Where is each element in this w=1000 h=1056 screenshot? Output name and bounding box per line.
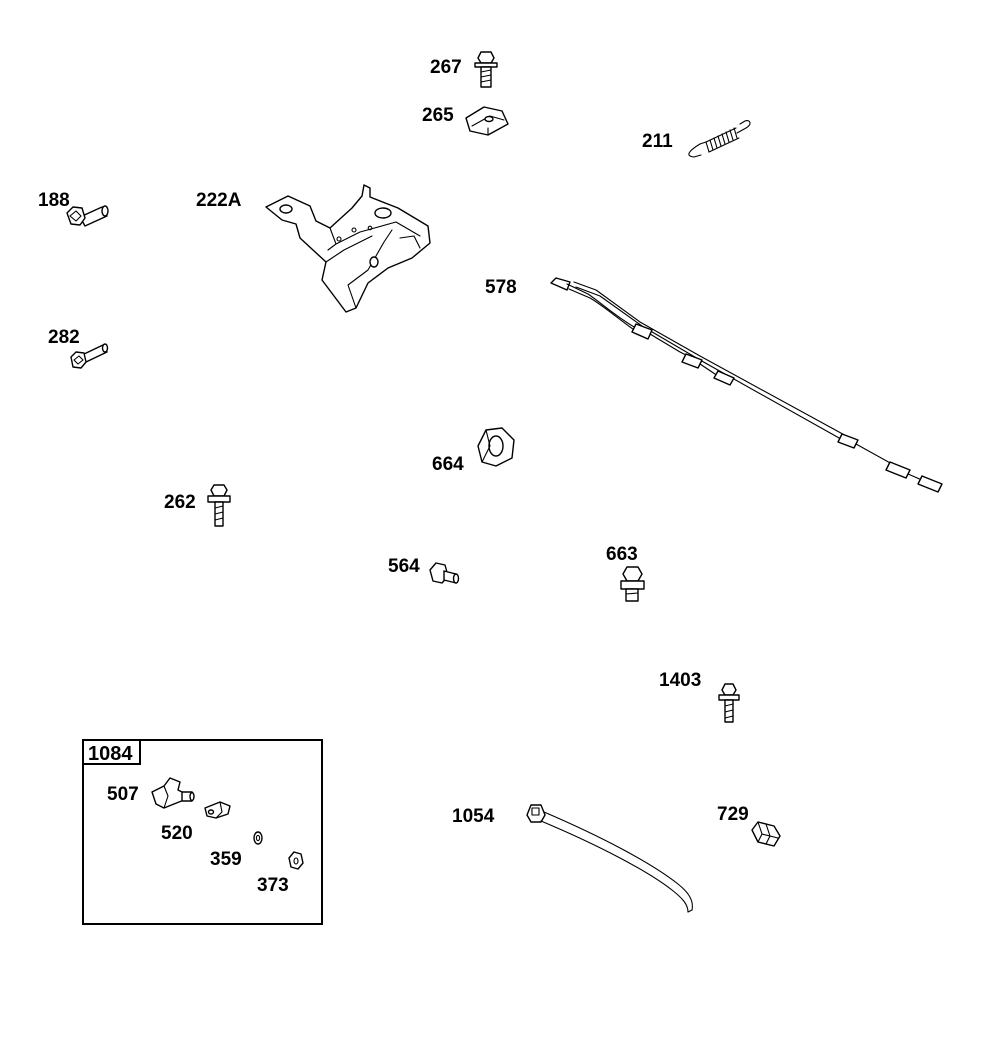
- label-267: 267: [430, 57, 462, 78]
- part-282-bolt: [70, 343, 109, 369]
- kit-title-box: [82, 739, 141, 765]
- label-222A: 222A: [196, 190, 242, 211]
- kit-label-520: 520: [161, 823, 193, 844]
- part-578-harness: [550, 277, 943, 493]
- label-578: 578: [485, 277, 517, 298]
- kit-label-373: 373: [257, 875, 289, 896]
- part-520-bracket: [204, 801, 231, 819]
- kit-label-507: 507: [107, 784, 139, 805]
- part-564-bolt: [429, 562, 460, 584]
- kit-label-359: 359: [210, 849, 242, 870]
- part-267-bolt: [474, 51, 498, 88]
- part-729-clip: [751, 821, 781, 847]
- part-507-terminal: [151, 777, 195, 809]
- label-282: 282: [48, 327, 80, 348]
- label-1054: 1054: [452, 806, 495, 827]
- label-663: 663: [606, 544, 638, 565]
- part-211-spring: [688, 120, 751, 158]
- label-564: 564: [388, 556, 420, 577]
- kit-title: 1084: [88, 743, 133, 765]
- label-265: 265: [422, 105, 454, 126]
- part-359-washer: [253, 831, 263, 845]
- part-664-nut: [477, 427, 515, 467]
- part-222A-bracket: [265, 184, 431, 313]
- label-211: 211: [642, 131, 673, 152]
- label-729: 729: [717, 804, 749, 825]
- part-265-clip: [465, 106, 509, 136]
- kit-1084-box: [82, 739, 323, 925]
- part-1403-bolt: [718, 683, 740, 723]
- part-188-bolt: [66, 205, 109, 227]
- kit-frame: [82, 739, 323, 925]
- part-663-bolt: [620, 566, 645, 602]
- label-262: 262: [164, 492, 196, 513]
- label-664: 664: [432, 454, 464, 475]
- part-373-nut: [288, 851, 304, 870]
- part-1054-cable-tie: [526, 804, 693, 913]
- part-262-bolt: [207, 484, 231, 527]
- label-188: 188: [38, 190, 70, 211]
- label-1403: 1403: [659, 670, 701, 691]
